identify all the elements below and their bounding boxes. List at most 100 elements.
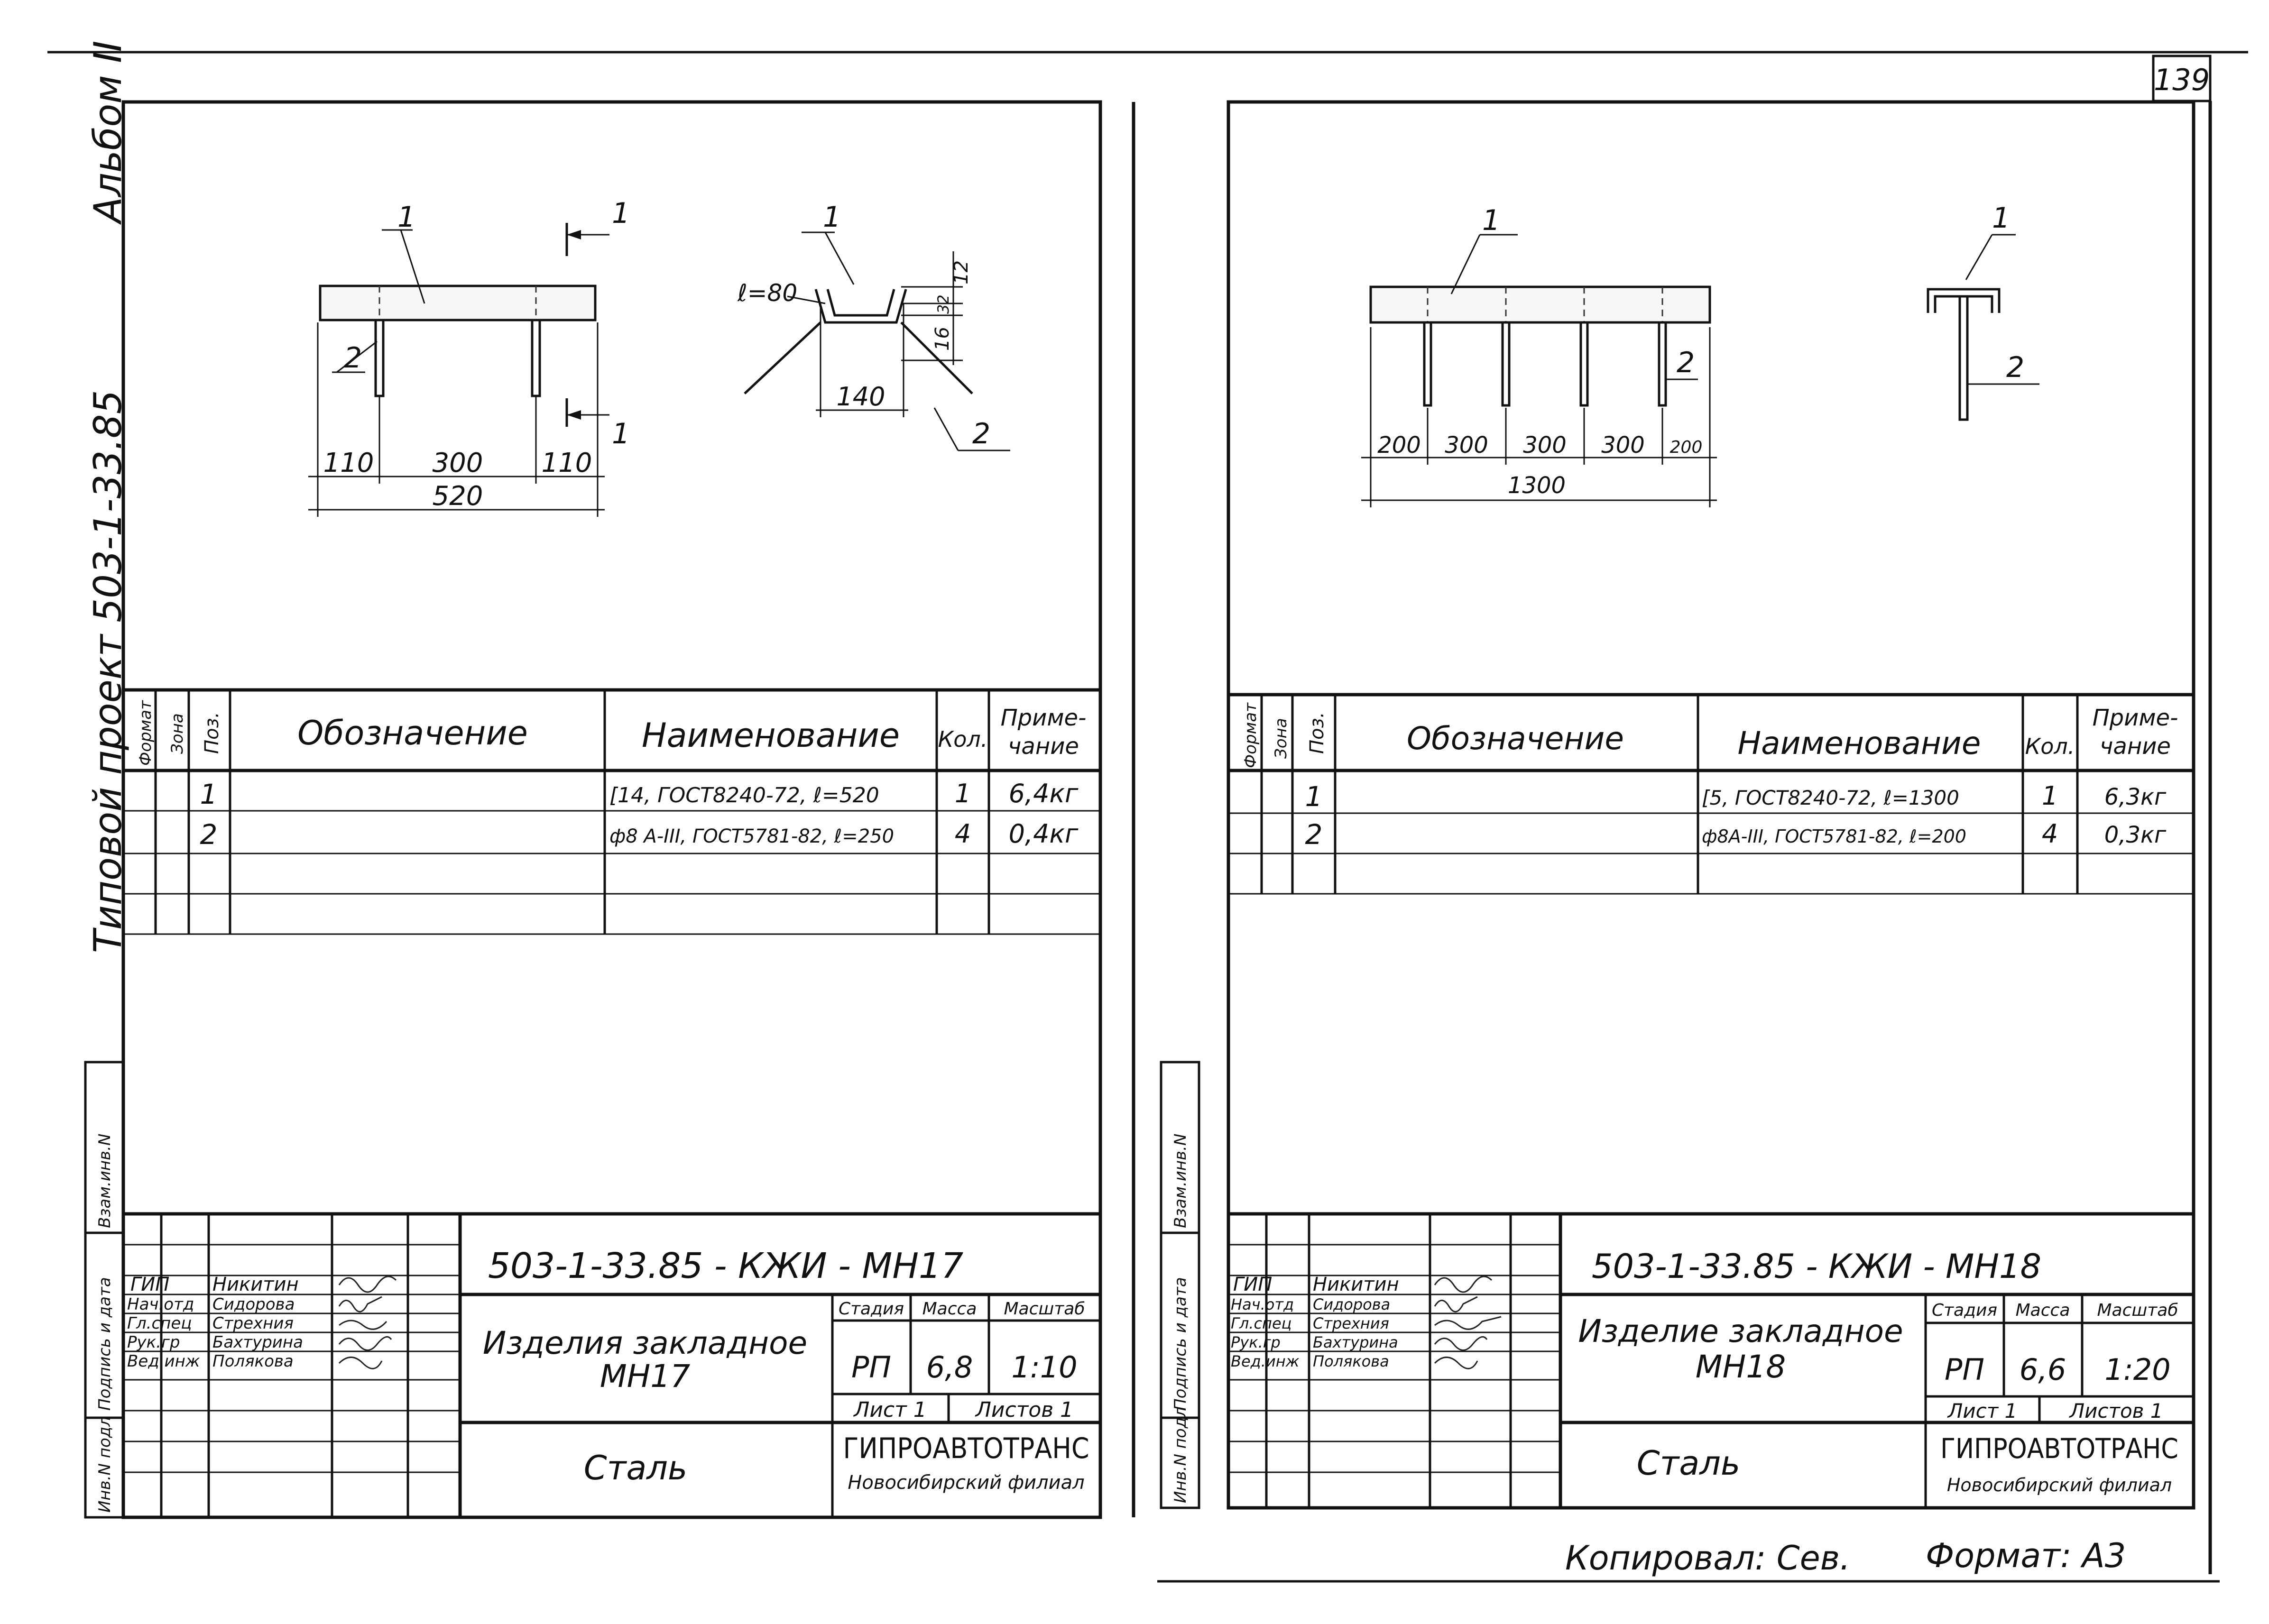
right-branch: Новосибирский филиал [1947,1475,2172,1496]
copied-by: Копировал: Сев. [1565,1539,1850,1578]
signature-3 [339,1320,387,1330]
left-title-1: Изделия закладное [483,1325,807,1361]
right-dim-2: 300 [1445,432,1488,459]
right-row-1-note: 6,3кг [2104,784,2167,810]
right-stage-label: Стадия [1932,1301,1997,1320]
left-title-2: МН17 [600,1358,691,1395]
right-title-1: Изделие закладное [1578,1313,1903,1349]
left-role-5: Вед.инж [127,1352,200,1371]
right-name-5: Полякова [1313,1352,1389,1370]
left-row-1-note: 6,4кг [1009,779,1079,808]
r-col-zone: Зона [1272,718,1291,759]
channel-bar-2 [1369,285,1711,324]
right-stamp-column: Инв.N подл Подпись и дата Взам.инв.N [1160,1061,1200,1509]
right-stage: РП [1945,1352,1984,1387]
section-dim-12: 12 [950,260,972,284]
right-scale: 1:20 [2104,1352,2170,1387]
left-role-1: ГИП [130,1274,169,1295]
right-part-section: 1 2 [1927,202,2039,421]
right-sheet-no: Лист 1 [1947,1399,2018,1422]
col-pos: Поз. [201,712,223,754]
anchor-rod-section [1958,295,1969,421]
stamp-label-inv-2: Инв.N подл [1171,1407,1190,1503]
col-format: Формат [136,700,155,766]
left-spec-table: Формат Зона Поз. Обозначение Наименовани… [123,688,1100,935]
r-col-note-2: чание [2100,733,2171,760]
right-mass: 6,6 [2020,1352,2066,1387]
left-stage-label: Стадия [839,1299,904,1319]
right-row-2-name: ф8А-III, ГОСТ5781-82, ℓ=200 [1702,826,1966,847]
signature-2 [338,1296,382,1312]
section-width-140: 140 [836,382,885,412]
left-mass-label: Масса [922,1299,977,1319]
right-name-2: Сидорова [1313,1295,1390,1313]
right-leader-2: 2 [1677,346,1695,379]
left-leader-2: 2 [344,341,362,375]
left-scale: 1:10 [1011,1350,1077,1385]
right-role-2: Нач.отд [1231,1295,1294,1313]
footer: Копировал: Сев. Формат: А3 [1157,1536,2220,1583]
right-role-3: Гл.спец [1231,1314,1291,1332]
stamp-label-replace-2: Взам.инв.N [1171,1134,1190,1228]
right-frame [1227,100,2195,1510]
left-row-1-pos: 1 [200,778,218,810]
right-sheets-count: Листов 1 [2069,1399,2163,1422]
r-col-note-1: Приме- [2093,705,2178,731]
left-dim-3: 110 [542,448,592,478]
stamp-label-inv: Инв.N подл [95,1416,114,1513]
page-number: 139 [2154,63,2210,97]
r-col-format: Формат [1241,702,1260,768]
right-row-1-name: [5, ГОСТ8240-72, ℓ=1300 [1702,786,1959,809]
r-col-qty: Кол. [2025,734,2075,759]
right-dim-5: 200 [1670,438,1703,457]
left-part-section: 140 ℓ=80 12 32 16 1 2 [737,201,1010,451]
right-leader-1: 1 [1482,204,1500,237]
right-row-2-qty: 4 [2042,819,2058,849]
left-frame [121,100,1102,1519]
right-dim-1: 200 [1377,432,1421,459]
right-role-5: Вед.инж [1231,1352,1300,1370]
signature-1 [338,1275,397,1293]
right-part-elevation: 1 2 200 300 300 300 200 1300 [1361,204,1717,507]
paper-format: Формат: А3 [1926,1536,2126,1575]
right-sheet: 1 2 200 300 300 300 200 1300 1 [1227,100,2212,1574]
anchor-rod-2 [531,319,541,397]
signature-4 [338,1336,392,1351]
right-name-4: Бахтурина [1313,1333,1398,1351]
left-code: 503-1-33.85 - КЖИ - МН17 [488,1246,963,1286]
left-part-elevation: 1 2 1 1 110 300 110 520 [308,197,630,517]
anchor-rod-3 [1423,321,1432,407]
left-stage: РП [851,1350,891,1385]
left-mass: 6,8 [926,1350,973,1385]
signature-9 [1434,1336,1488,1351]
right-row-1-qty: 1 [2042,781,2058,811]
right-org: ГИПРОАВТОТРАНС [1940,1432,2178,1465]
left-overall-dim: 520 [433,481,483,512]
right-role-4: Рук.гр [1231,1333,1281,1351]
right-row-1-pos: 1 [1305,780,1323,813]
left-material: Сталь [584,1449,688,1487]
anchor-rod-1 [374,319,385,397]
signature-8 [1434,1316,1502,1330]
signature-7 [1434,1296,1478,1312]
right-section-leader-1: 1 [1992,202,2010,235]
left-leader-1: 1 [397,201,415,234]
signature-6 [1434,1275,1493,1293]
section-mark-bottom: 1 [612,417,630,450]
section-leader-1: 1 [823,201,841,234]
section-radius: ℓ=80 [737,279,797,307]
stamp-label-replace: Взам.инв.N [95,1134,114,1228]
left-title-block: 503-1-33.85 - КЖИ - МН17 ГИП Никитин Нач… [123,1212,1100,1517]
left-role-2: Нач.отд [127,1295,194,1314]
right-name-1: Никитин [1313,1274,1399,1295]
left-row-1-qty: 1 [955,779,971,808]
left-dim-2: 300 [433,448,483,478]
right-material: Сталь [1637,1444,1741,1483]
right-overall-dim: 1300 [1508,472,1566,499]
right-dim-3: 300 [1523,432,1567,459]
section-leader-2: 2 [972,417,990,450]
col-designation: Обозначение [297,714,528,752]
r-col-pos: Поз. [1306,712,1328,754]
left-row-2-pos: 2 [200,818,218,851]
right-mass-label: Масса [2016,1301,2070,1320]
